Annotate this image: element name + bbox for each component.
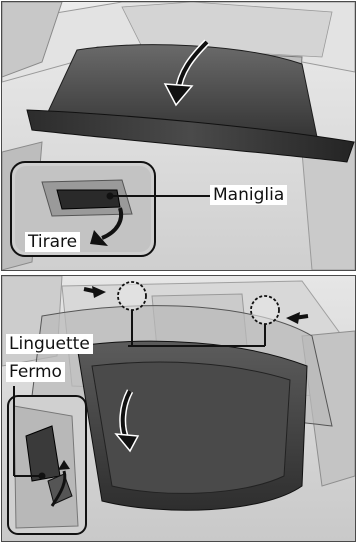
left-tab-marker (118, 282, 146, 310)
glovebox-removal-drawing (2, 276, 355, 541)
handle-label: Maniglia (210, 185, 287, 205)
tabs-label: Linguette (6, 334, 93, 354)
glovebox-open-drawing (2, 2, 355, 270)
open-glovebox-illustration: Maniglia Tirare (1, 1, 356, 271)
pull-label: Tirare (25, 232, 80, 252)
stopper-label: Fermo (6, 362, 65, 382)
remove-glovebox-illustration: Linguette Fermo (1, 275, 356, 542)
right-tab-marker (251, 296, 279, 324)
